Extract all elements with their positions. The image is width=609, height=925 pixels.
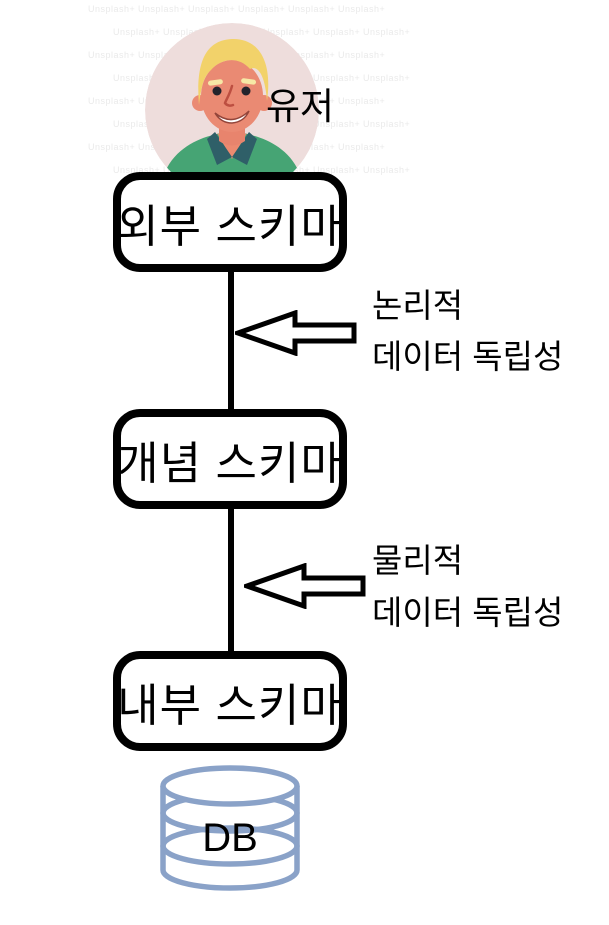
- database-ring-top: [160, 765, 300, 807]
- watermark-text: Unsplash+: [188, 4, 236, 14]
- avatar-eye-right: [241, 86, 251, 96]
- box-external-schema-label: 외부 스키마: [117, 200, 343, 252]
- avatar-lapel-left: [207, 132, 232, 165]
- connector-line-top: [228, 268, 234, 413]
- avatar-nose: [223, 84, 235, 107]
- annotation-logical-line2: 데이터 독립성: [372, 338, 564, 375]
- watermark-text: Unsplash+: [338, 142, 386, 152]
- arrow-left-icon-logical: [235, 310, 357, 356]
- watermark-text: Unsplash+: [238, 4, 286, 14]
- watermark-text: Unsplash+: [288, 4, 336, 14]
- watermark-text: Unsplash+: [363, 27, 411, 37]
- watermark-text: Unsplash+: [88, 4, 136, 14]
- annotation-physical-line1: 물리적: [372, 542, 464, 579]
- database-icon: [160, 765, 300, 891]
- watermark-text: Unsplash+: [363, 165, 411, 175]
- arrow-left-icon-physical: [244, 563, 366, 609]
- box-conceptual-schema-label: 개념 스키마: [117, 437, 343, 489]
- avatar-hair: [198, 38, 269, 105]
- avatar-lapel-right: [232, 132, 257, 165]
- watermark-text: Unsplash+: [313, 27, 361, 37]
- watermark-text: Unsplash+: [88, 142, 136, 152]
- box-external-schema: 외부 스키마: [113, 172, 347, 272]
- watermark-text: Unsplash+: [338, 96, 386, 106]
- connector-line-bottom: [228, 505, 234, 655]
- box-internal-schema-label: 내부 스키마: [117, 679, 343, 731]
- watermark-text: Unsplash+: [363, 73, 411, 83]
- watermark-text: Unsplash+: [338, 4, 386, 14]
- watermark-text: Unsplash+: [313, 73, 361, 83]
- user-label: 유저: [266, 86, 335, 127]
- user-avatar-icon: [145, 23, 319, 172]
- box-conceptual-schema: 개념 스키마: [113, 409, 347, 509]
- database-label: DB: [202, 816, 258, 860]
- watermark-text: Unsplash+: [338, 50, 386, 60]
- database-ring-bottom: [160, 825, 300, 867]
- avatar-eyebrow-left: [207, 79, 223, 86]
- avatar-eyebrow-right: [241, 78, 257, 85]
- watermark-text: Unsplash+: [88, 50, 136, 60]
- watermark-text: Unsplash+: [363, 119, 411, 129]
- annotation-physical-line2: 데이터 독립성: [372, 594, 564, 631]
- watermark-text: Unsplash+: [88, 96, 136, 106]
- avatar-eye-left: [212, 86, 222, 96]
- avatar-mouth: [214, 110, 250, 124]
- annotation-logical-line1: 논리적: [372, 287, 464, 324]
- watermark-text: Unsplash+: [138, 4, 186, 14]
- box-internal-schema: 내부 스키마: [113, 651, 347, 751]
